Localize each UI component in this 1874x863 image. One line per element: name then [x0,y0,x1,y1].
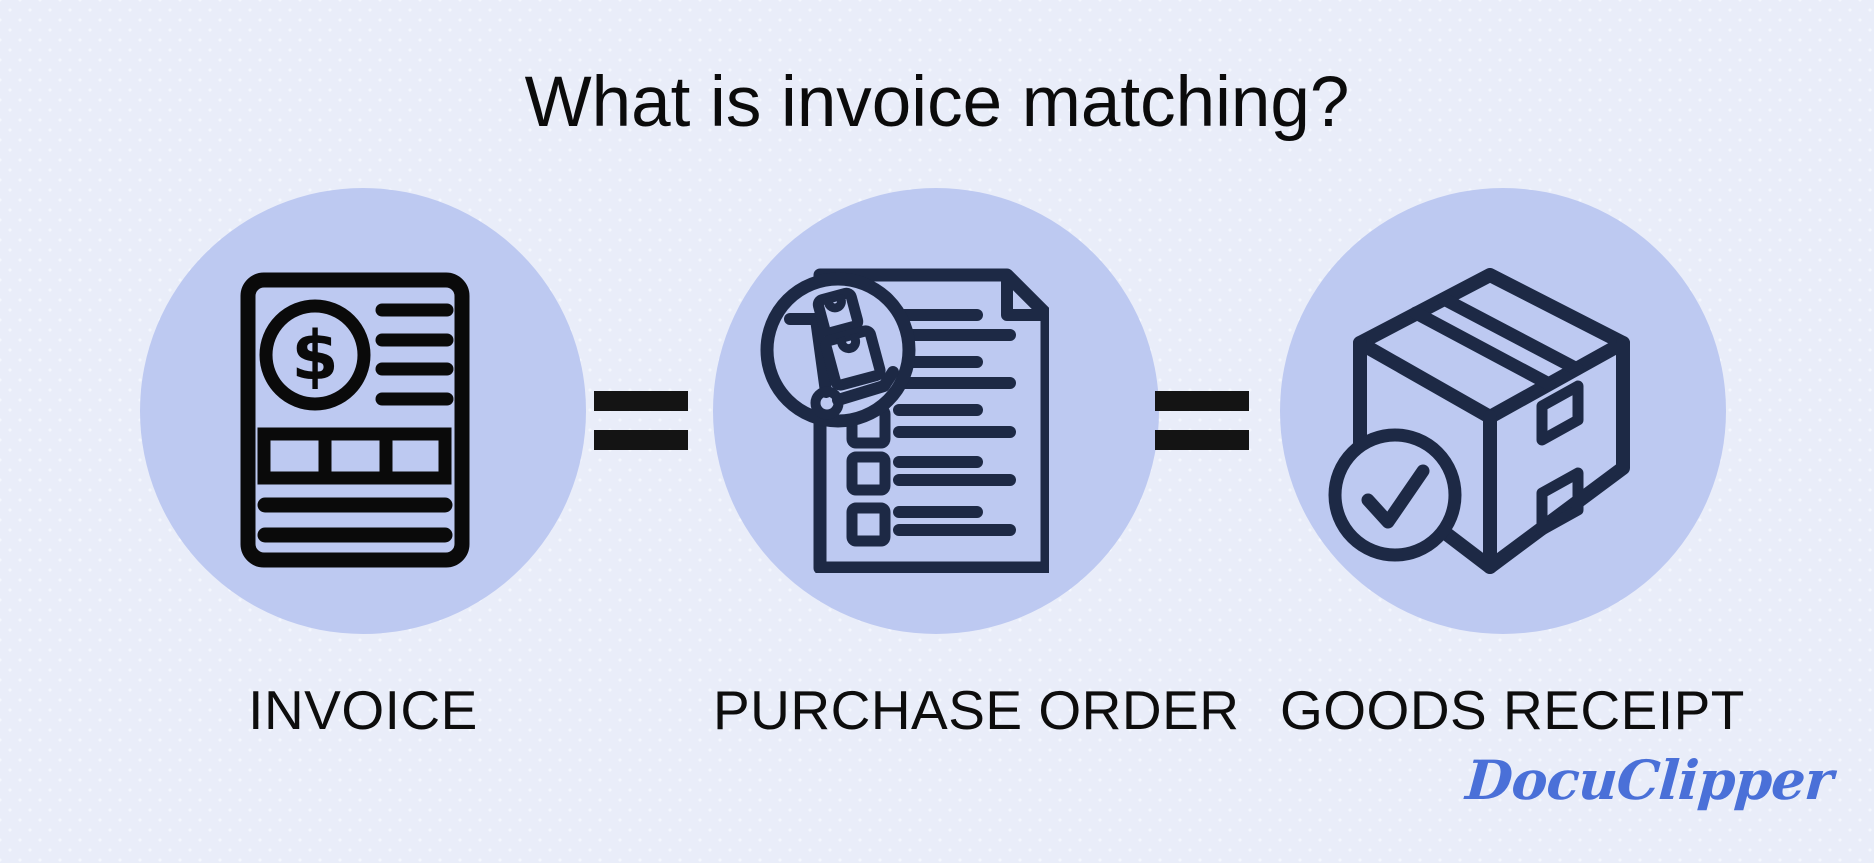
page-title: What is invoice matching? [524,63,1350,142]
dollar-sign-glyph: $ [291,317,338,396]
hand-truck-icon [784,313,899,406]
purchase-order-label: PURCHASE ORDER [713,679,1240,741]
goods-receipt-box-icon [1328,268,1630,574]
equals-bar [1155,430,1249,450]
goods-receipt-label: GOODS RECEIPT [1280,679,1745,741]
equals-sign-1 [594,391,688,450]
equals-bar [1155,391,1249,411]
invoice-label: INVOICE [248,679,478,741]
docuclipper-logo: DocuClipper [1463,748,1835,812]
purchase-order-icon [760,268,1049,573]
checkmark-icon [1361,464,1430,529]
check-circle [1328,428,1462,562]
equals-bar [594,430,688,450]
invoice-document-icon: $ [240,272,470,568]
equals-bar [594,391,688,411]
equals-sign-2 [1155,391,1249,450]
